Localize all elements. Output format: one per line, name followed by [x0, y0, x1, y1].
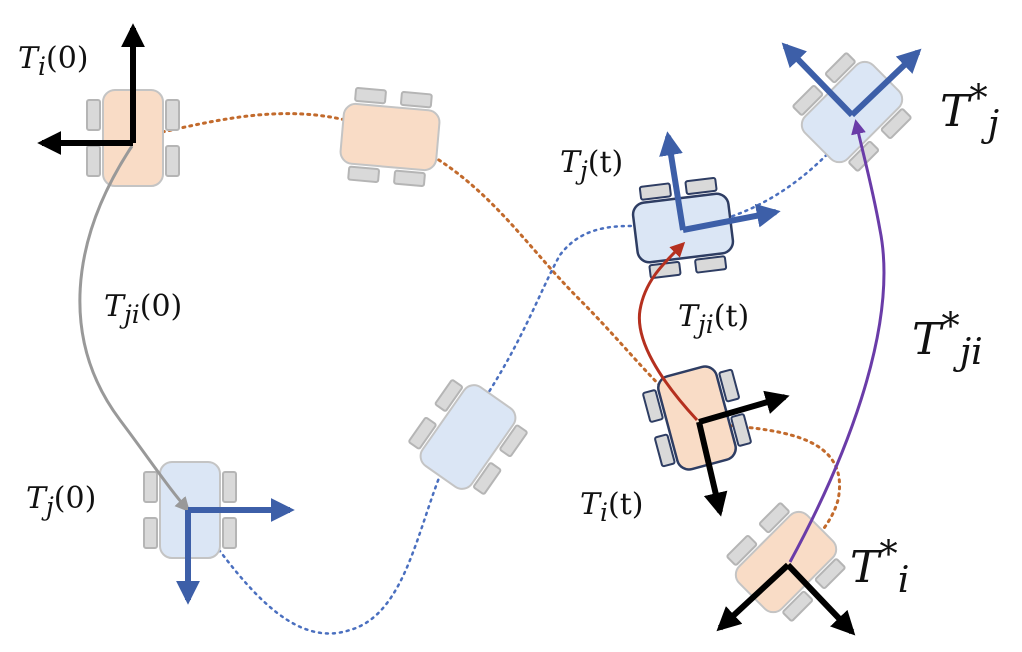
transform-ji-0-arrow: [78, 145, 191, 513]
robot-j-ghost: [407, 378, 529, 496]
frame-i-current: [696, 390, 790, 517]
label-tjt: Tj(t): [560, 145, 624, 185]
transform-ji-star-arrow: [788, 119, 886, 563]
frame-i-initial: [37, 23, 145, 155]
frame-j-initial: [176, 498, 295, 605]
label-tjit: Tji(t): [678, 299, 750, 339]
robot-i-ghost: [339, 86, 441, 188]
label-ti-star: T*i: [850, 532, 910, 601]
label-tji-star: T*ji: [912, 304, 983, 373]
label-tj-star: T*j: [940, 76, 1000, 145]
label-tj0: Tj(0): [26, 481, 97, 521]
robot-i-trajectory: [133, 112, 841, 564]
label-ti0: Ti(0): [18, 41, 89, 81]
transform-ji-t-arrow: [637, 241, 699, 422]
frame-j-current: [659, 131, 781, 233]
frame-j-goal: [781, 42, 922, 118]
label-tji0: Tji(0): [104, 289, 183, 329]
frame-i-goal: [716, 562, 856, 636]
label-tit: Ti(t): [580, 487, 644, 527]
